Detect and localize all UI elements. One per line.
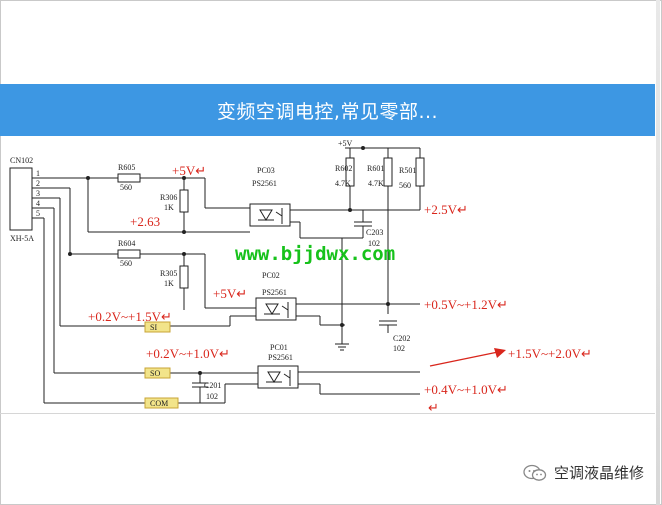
svg-text:560: 560 bbox=[120, 259, 132, 268]
svg-text:↵: ↵ bbox=[428, 400, 439, 414]
account-name: 空调液晶维修 bbox=[553, 464, 644, 482]
label-so: SO bbox=[150, 369, 160, 378]
svg-text:+2.5V↵: +2.5V↵ bbox=[424, 202, 468, 217]
label-si: SI bbox=[150, 323, 157, 332]
svg-text:R306: R306 bbox=[160, 193, 177, 202]
svg-text:R604: R604 bbox=[118, 239, 135, 248]
svg-text:+0.5V~+1.2V↵: +0.5V~+1.2V↵ bbox=[424, 297, 508, 312]
svg-text:PS2561: PS2561 bbox=[252, 179, 277, 188]
r306-body bbox=[179, 189, 189, 213]
svg-text:560: 560 bbox=[120, 183, 132, 192]
pc01-body bbox=[257, 365, 299, 389]
svg-text:PC01: PC01 bbox=[270, 343, 288, 352]
svg-text:C203: C203 bbox=[366, 228, 383, 237]
svg-text:4: 4 bbox=[36, 199, 40, 208]
svg-text:560: 560 bbox=[399, 181, 411, 190]
r501-body bbox=[415, 157, 425, 187]
svg-text:3: 3 bbox=[36, 189, 40, 198]
svg-text:4.7K: 4.7K bbox=[335, 179, 351, 188]
svg-text:5: 5 bbox=[36, 209, 40, 218]
connector-name: CN102 bbox=[10, 156, 33, 165]
connector-body bbox=[9, 167, 33, 231]
svg-text:+5V↵: +5V↵ bbox=[213, 286, 247, 301]
r601-body bbox=[383, 157, 393, 187]
article-title: 变频空调电控,常见零部... bbox=[216, 100, 439, 123]
svg-text:R501: R501 bbox=[399, 166, 416, 175]
site-watermark: www.bjjdwx.com bbox=[235, 243, 395, 265]
article-title-banner[interactable]: 变频空调电控,常见零部... bbox=[0, 84, 655, 136]
svg-text:+0.4V~+1.0V↵: +0.4V~+1.0V↵ bbox=[424, 382, 508, 397]
svg-text:+5V↵: +5V↵ bbox=[172, 163, 206, 178]
r604-body bbox=[117, 249, 141, 259]
svg-text:C202: C202 bbox=[393, 334, 410, 343]
label-com: COM bbox=[150, 399, 168, 408]
svg-text:R305: R305 bbox=[160, 269, 177, 278]
r305-body bbox=[179, 265, 189, 289]
svg-text:PS2561: PS2561 bbox=[262, 288, 287, 297]
svg-text:+1.5V~+2.0V↵: +1.5V~+2.0V↵ bbox=[508, 346, 592, 361]
svg-text:PC03: PC03 bbox=[257, 166, 275, 175]
svg-text:102: 102 bbox=[393, 344, 405, 353]
wechat-account-footer[interactable]: 空调液晶维修 bbox=[522, 462, 644, 483]
r605-body bbox=[117, 173, 141, 183]
svg-text:102: 102 bbox=[206, 392, 218, 401]
connector-type: XH-5A bbox=[10, 234, 34, 243]
svg-text:1K: 1K bbox=[164, 279, 174, 288]
content-divider bbox=[0, 413, 655, 414]
svg-text:+5V: +5V bbox=[338, 139, 353, 148]
scrollbar-track[interactable] bbox=[656, 0, 660, 505]
pc03-body bbox=[249, 203, 291, 227]
svg-text:+0.2V~+1.5V↵: +0.2V~+1.5V↵ bbox=[88, 309, 172, 324]
svg-text:R601: R601 bbox=[367, 164, 384, 173]
wechat-icon bbox=[523, 464, 547, 481]
svg-text:4.7K: 4.7K bbox=[368, 179, 384, 188]
svg-text:+2.63: +2.63 bbox=[130, 214, 160, 229]
pc02-body bbox=[255, 297, 297, 321]
svg-text:+0.2V~+1.0V↵: +0.2V~+1.0V↵ bbox=[146, 346, 230, 361]
svg-text:2: 2 bbox=[36, 179, 40, 188]
svg-text:C201: C201 bbox=[204, 381, 221, 390]
circuit-schematic: SI SO COM CN102 XH-5A 1 2 3 4 5 R605 560… bbox=[9, 139, 592, 414]
svg-text:PS2561: PS2561 bbox=[268, 353, 293, 362]
svg-text:1K: 1K bbox=[164, 203, 174, 212]
svg-text:R602: R602 bbox=[335, 164, 352, 173]
svg-text:PC02: PC02 bbox=[262, 271, 280, 280]
svg-text:R605: R605 bbox=[118, 163, 135, 172]
svg-text:102: 102 bbox=[368, 239, 380, 248]
svg-text:1: 1 bbox=[36, 169, 40, 178]
